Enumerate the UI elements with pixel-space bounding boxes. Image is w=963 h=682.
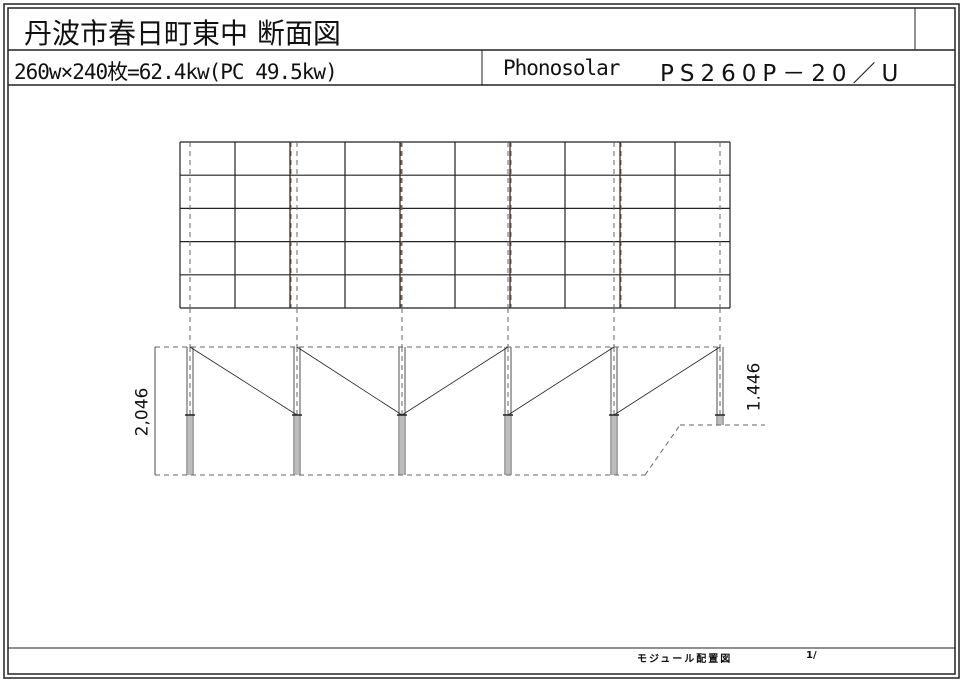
brace-line <box>613 346 721 416</box>
dimension-right: 1.446 <box>744 362 765 412</box>
brace-line <box>507 346 615 416</box>
brace-line <box>189 346 298 416</box>
module-model: PS260P－20／U <box>660 61 905 87</box>
dimension-left: 2,046 <box>132 387 153 437</box>
sheet-name: モジュール配置図 <box>637 654 733 665</box>
brace-line <box>296 346 403 416</box>
drawing-title: 丹波市春日町東中 断面図 <box>24 17 341 50</box>
page-number: 1/ <box>806 650 817 661</box>
system-spec: 260w×240枚=62.4kw(PC 49.5kw) <box>14 60 338 84</box>
ground-slope-line <box>644 424 681 476</box>
brace-line <box>401 346 509 416</box>
inner-border <box>7 7 956 675</box>
outer-border <box>3 3 960 679</box>
module-maker: Phonosolar <box>503 56 620 80</box>
